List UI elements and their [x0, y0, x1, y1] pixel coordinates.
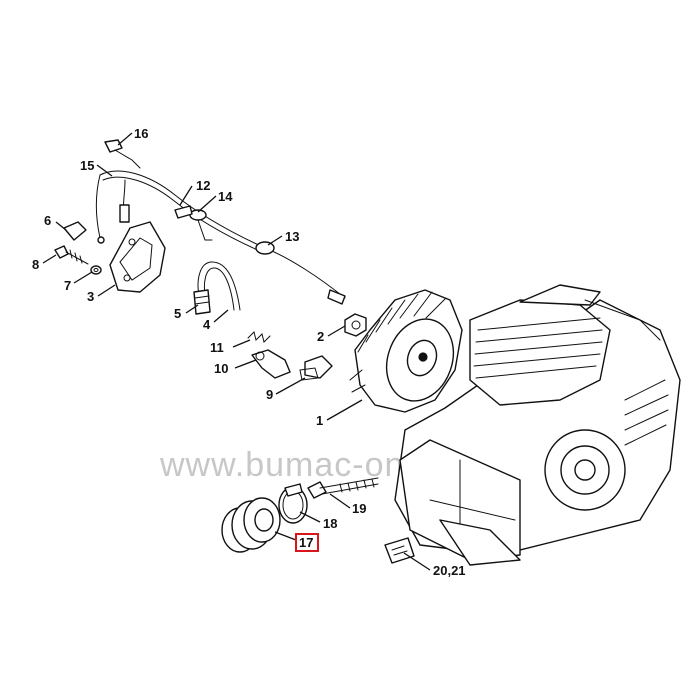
label-part-15[interactable]: 15: [80, 158, 94, 173]
part-labels: 16 15 12 14 13 6 8 7 3 5 4 11 10 9 2 1 1…: [32, 126, 466, 578]
label-part-13[interactable]: 13: [285, 229, 299, 244]
threaded-shaft: [307, 477, 379, 499]
intake-manifold: [221, 497, 281, 553]
label-part-14[interactable]: 14: [218, 189, 233, 204]
flywheel: [349, 289, 463, 413]
label-part-11[interactable]: 11: [210, 340, 224, 355]
decompression-valve: [299, 355, 333, 381]
label-part-3[interactable]: 3: [87, 289, 94, 304]
label-part-5[interactable]: 5: [174, 306, 181, 321]
warning-plate: [384, 537, 415, 564]
ignition-module: [109, 221, 166, 293]
screw: [54, 245, 89, 265]
ignition-lead-hose: [197, 261, 241, 311]
label-part-7[interactable]: 7: [64, 278, 71, 293]
hose-clamp: [278, 483, 308, 524]
label-part-4[interactable]: 4: [203, 317, 211, 332]
wiring-harness: [95, 139, 346, 305]
label-part-2[interactable]: 2: [317, 329, 324, 344]
spring-clip: [63, 221, 87, 241]
spark-plug-boot: [193, 289, 211, 315]
label-part-17[interactable]: 17: [299, 535, 313, 550]
elbow-connector: [251, 349, 291, 379]
label-part-1[interactable]: 1: [316, 413, 323, 428]
washer: [90, 265, 102, 275]
label-part-10[interactable]: 10: [214, 361, 228, 376]
engine-housing: [394, 284, 681, 566]
leader-lines: [42, 132, 431, 571]
label-part-12[interactable]: 12: [196, 178, 210, 193]
label-part-16[interactable]: 16: [134, 126, 148, 141]
highlight-box-part-17: [295, 533, 319, 552]
label-part-8[interactable]: 8: [32, 257, 39, 272]
label-part-9[interactable]: 9: [266, 387, 273, 402]
flywheel-nut: [344, 313, 367, 337]
label-part-20-21[interactable]: 20,21: [433, 563, 466, 578]
spring: [247, 331, 271, 343]
label-part-19[interactable]: 19: [352, 501, 366, 516]
label-part-18[interactable]: 18: [323, 516, 337, 531]
label-part-6[interactable]: 6: [44, 213, 51, 228]
